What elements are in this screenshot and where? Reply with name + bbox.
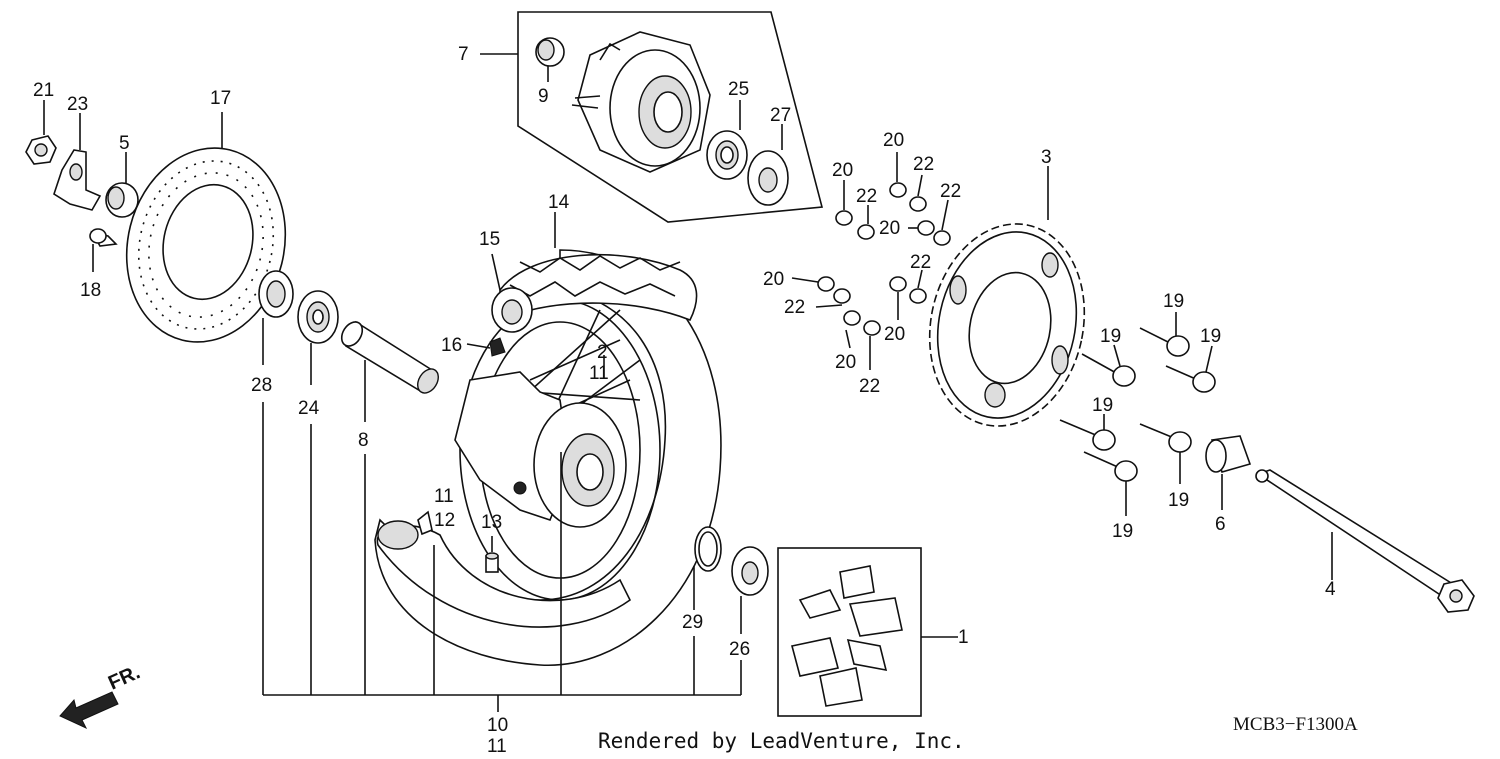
callout-7: 7 — [458, 44, 469, 65]
callout-1: 1 — [958, 627, 969, 648]
callout-18: 18 — [80, 280, 101, 301]
callout-22-c: 22 — [940, 181, 961, 202]
diagram-code: MCB3−F1300A — [1233, 714, 1358, 735]
oil-seal-part — [747, 150, 789, 206]
callout-29: 29 — [682, 612, 703, 633]
bearing-28 — [258, 270, 294, 318]
collar-5 — [105, 182, 139, 218]
callout-19-c: 19 — [1200, 326, 1221, 347]
tire-14 — [499, 253, 698, 322]
callout-19-f: 19 — [1112, 521, 1133, 542]
callout-21: 21 — [33, 80, 54, 101]
callout-22-d: 22 — [910, 252, 931, 273]
callout-24: 24 — [298, 398, 320, 419]
callout-14: 14 — [548, 192, 570, 213]
callout-11-spoke: 11 — [589, 363, 609, 384]
callout-22-a: 22 — [913, 154, 934, 175]
callout-17: 17 — [210, 88, 231, 109]
callout-9: 9 — [538, 86, 549, 107]
front-direction-label: FR. — [105, 661, 143, 694]
callout-8: 8 — [358, 430, 369, 451]
callout-16: 16 — [441, 335, 462, 356]
nut-21 — [25, 135, 57, 165]
bearing-24 — [297, 290, 339, 344]
callout-20-e: 20 — [884, 324, 905, 345]
collar-part — [535, 37, 565, 67]
tube-15 — [491, 287, 533, 333]
callout-27: 27 — [770, 105, 791, 126]
driven-flange-hub — [571, 31, 711, 173]
hub-assembly-inset — [480, 11, 824, 223]
collar-6 — [1205, 435, 1252, 473]
rim-band-16 — [489, 337, 506, 357]
assembly-bracket-lines — [262, 212, 742, 712]
callout-4: 4 — [1325, 579, 1336, 600]
callout-20-f: 20 — [835, 352, 856, 373]
callout-19-b: 19 — [1100, 326, 1121, 347]
callout-20-c: 20 — [879, 218, 900, 239]
callout-3: 3 — [1041, 147, 1052, 168]
callout-22-f: 22 — [859, 376, 880, 397]
callout-19-e: 19 — [1168, 490, 1189, 511]
callout-19-a: 19 — [1163, 291, 1184, 312]
bearing-part — [706, 130, 748, 180]
callout-11-main: 11 — [487, 736, 507, 757]
o-ring-29 — [694, 526, 722, 572]
callout-13: 13 — [481, 512, 502, 533]
callout-labels: 1 2 3 4 5 6 7 8 9 10 11 11 11 12 13 14 1… — [33, 44, 1336, 757]
sprocket-bolts-19 — [1059, 327, 1216, 482]
seal-26 — [731, 546, 769, 596]
callout-23: 23 — [67, 94, 88, 115]
distance-collar-8 — [340, 320, 439, 394]
callout-22-e: 22 — [784, 297, 805, 318]
render-credit: Rendered by LeadVenture, Inc. — [598, 729, 965, 753]
callout-28: 28 — [251, 375, 272, 396]
rim-strip-12 — [376, 510, 632, 628]
callout-5: 5 — [119, 133, 130, 154]
rear-wheel-rim-and-tire — [374, 249, 722, 666]
damper-rubber-set-1 — [777, 547, 922, 717]
callout-20-a: 20 — [883, 130, 904, 151]
bracket-23 — [53, 149, 102, 211]
callout-20-b: 20 — [832, 160, 853, 181]
rear-axle-4 — [1255, 469, 1475, 613]
sprocket-nuts-washers — [817, 182, 951, 336]
callout-2: 2 — [597, 342, 608, 363]
callout-19-d: 19 — [1092, 395, 1113, 416]
callout-25: 25 — [728, 79, 749, 100]
callout-6: 6 — [1215, 514, 1226, 535]
callout-15: 15 — [479, 229, 500, 250]
callout-20-d: 20 — [763, 269, 784, 290]
callout-22-b: 22 — [856, 186, 877, 207]
callout-12: 12 — [434, 510, 455, 531]
callout-26: 26 — [729, 639, 750, 660]
bolt-18 — [89, 228, 118, 247]
driven-sprocket-3 — [928, 223, 1086, 427]
front-direction-arrow-icon — [59, 691, 119, 730]
callout-11-strip: 11 — [434, 486, 454, 507]
brake-disc-17 — [125, 147, 287, 343]
callout-10: 10 — [487, 715, 508, 736]
valve-13 — [485, 552, 499, 573]
